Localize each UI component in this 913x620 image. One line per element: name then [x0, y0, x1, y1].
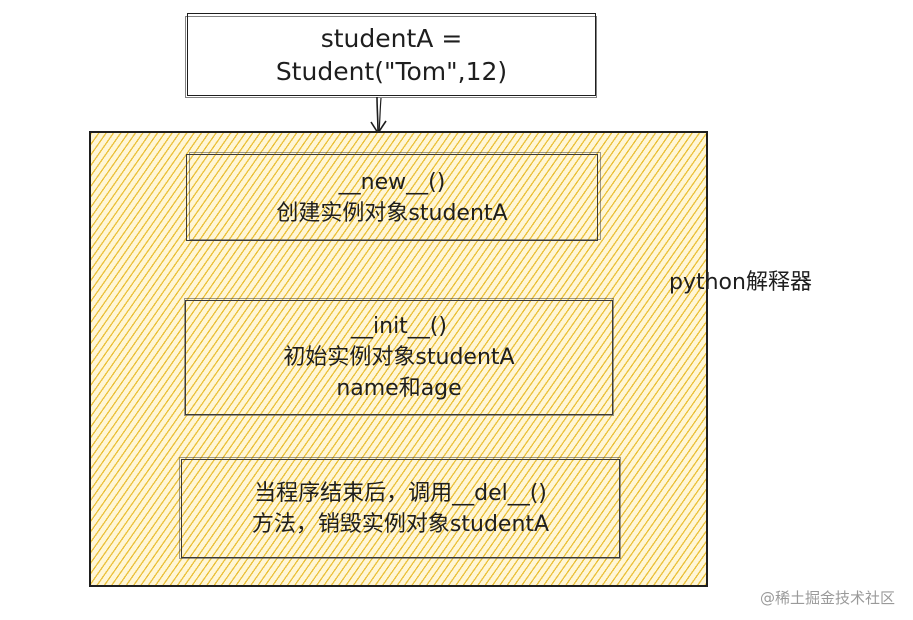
expression-line-1: studentA =	[320, 23, 463, 53]
expression-box: studentA = Student("Tom",12)	[185, 13, 597, 98]
init-method-name: __init__()	[351, 314, 447, 339]
expression-line-2: Student("Tom",12)	[275, 56, 508, 86]
new-method-box: __new__() 创建实例对象studentA	[186, 152, 601, 241]
del-method-desc-2: 方法，销毁实例对象studentA	[251, 511, 550, 537]
del-method-box: 当程序结束后，调用__del__() 方法，销毁实例对象studentA	[179, 457, 621, 559]
init-method-attrs: name和age	[336, 376, 462, 401]
new-method-name: __new__()	[338, 169, 446, 195]
init-method-box: __init__() 初始实例对象studentA name和age	[184, 298, 614, 416]
interpreter-label: python解释器	[669, 270, 812, 295]
del-method-desc-1: 当程序结束后，调用__del__()	[254, 480, 547, 506]
down-arrow-icon	[370, 96, 387, 134]
interpreter-container: __new__() 创建实例对象studentA __init__() 初始实例…	[89, 131, 708, 587]
init-method-desc: 初始实例对象studentA	[283, 345, 515, 370]
watermark: @稀土掘金技术社区	[759, 589, 895, 607]
new-method-desc: 创建实例对象studentA	[276, 200, 508, 226]
